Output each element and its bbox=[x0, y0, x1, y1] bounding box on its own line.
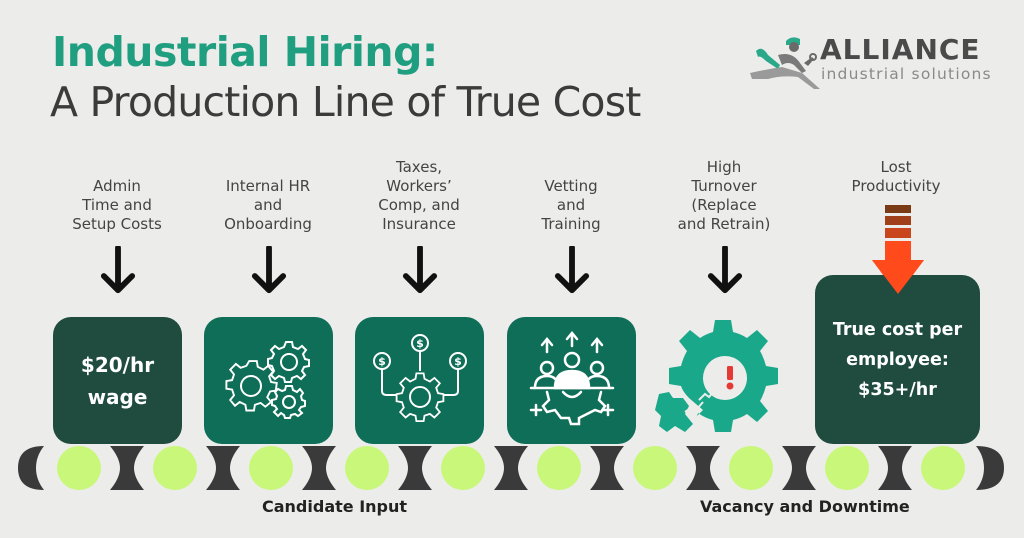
stage-label-admin: Admin Time and Setup Costs bbox=[42, 177, 192, 234]
belt-rollers bbox=[57, 446, 965, 490]
logo-tagline: industrial solutions bbox=[821, 65, 992, 83]
true-cost-line-1: True cost per bbox=[832, 319, 963, 340]
down-arrow-icon bbox=[707, 246, 743, 294]
broken-gear-alert-icon bbox=[655, 320, 778, 432]
label-line: Insurance bbox=[382, 215, 456, 233]
conveyor-belt bbox=[18, 446, 1004, 490]
label-line: and Retrain) bbox=[677, 215, 771, 233]
base-wage-value: $20/hr bbox=[80, 352, 155, 377]
down-arrow-icon bbox=[251, 246, 287, 294]
vacancy-downtime-caption: Vacancy and Downtime bbox=[700, 497, 910, 516]
running-worker-with-wrench-icon bbox=[750, 37, 820, 89]
label-line: Productivity bbox=[851, 177, 941, 195]
stage-label-hr: Internal HR and Onboarding bbox=[193, 177, 343, 234]
label-line: Taxes, bbox=[395, 158, 443, 176]
true-cost-box: True cost per employee: $35+/hr bbox=[815, 275, 980, 444]
label-line: and bbox=[556, 196, 586, 214]
label-line: Workers’ bbox=[386, 177, 452, 195]
label-line: Time and bbox=[82, 196, 152, 214]
label-line: Setup Costs bbox=[72, 215, 162, 233]
down-arrow-icon bbox=[402, 246, 438, 294]
label-line: Admin bbox=[93, 177, 141, 195]
stage-label-lost-productivity: Lost Productivity bbox=[821, 158, 971, 196]
belt-end-cap bbox=[18, 446, 44, 490]
taxes-insurance-box: $ $ $ bbox=[355, 317, 484, 444]
alert-icon bbox=[727, 366, 733, 380]
label-line: High bbox=[706, 158, 742, 176]
label-line: Vetting bbox=[544, 177, 598, 195]
svg-text:$: $ bbox=[378, 355, 386, 368]
down-arrow-icon bbox=[554, 246, 590, 294]
stage-label-taxes: Taxes, Workers’ Comp, and Insurance bbox=[344, 158, 494, 234]
svg-text:$: $ bbox=[416, 337, 424, 350]
label-line: (Replace bbox=[691, 196, 757, 214]
gears-icon bbox=[224, 340, 310, 419]
label-line: Training bbox=[541, 215, 601, 233]
label-line: Comp, and bbox=[378, 196, 460, 214]
stage-label-turnover: High Turnover (Replace and Retrain) bbox=[649, 158, 799, 234]
stage-label-vetting: Vetting and Training bbox=[496, 177, 646, 234]
title-line-1: Industrial Hiring: bbox=[52, 28, 438, 76]
label-line: Onboarding bbox=[224, 215, 312, 233]
label-line: and bbox=[253, 196, 283, 214]
logo-wordmark: ALLIANCE bbox=[820, 33, 981, 66]
title-line-2: A Production Line of True Cost bbox=[50, 78, 641, 126]
hr-onboarding-box bbox=[204, 317, 333, 444]
gear-dollar-network-icon: $ $ $ bbox=[372, 333, 467, 422]
candidate-input-caption: Candidate Input bbox=[262, 497, 408, 516]
label-line: Turnover bbox=[691, 177, 757, 195]
team-growth-gear-icon bbox=[529, 330, 614, 425]
belt-spacers bbox=[110, 446, 912, 490]
label-line: Internal HR bbox=[225, 177, 311, 195]
base-wage-box: $20/hr wage bbox=[53, 317, 182, 444]
true-cost-line-2: employee: bbox=[846, 349, 949, 370]
true-cost-value: $35+/hr bbox=[858, 379, 937, 400]
down-arrow-icon bbox=[100, 246, 136, 294]
company-logo: ALLIANCE industrial solutions bbox=[748, 33, 993, 93]
base-wage-unit: wage bbox=[87, 384, 148, 409]
vetting-training-box bbox=[507, 317, 636, 444]
label-line: Lost bbox=[880, 158, 912, 176]
belt-end-cap bbox=[976, 446, 1004, 490]
svg-text:$: $ bbox=[454, 355, 462, 368]
arrow-tip bbox=[872, 260, 924, 294]
